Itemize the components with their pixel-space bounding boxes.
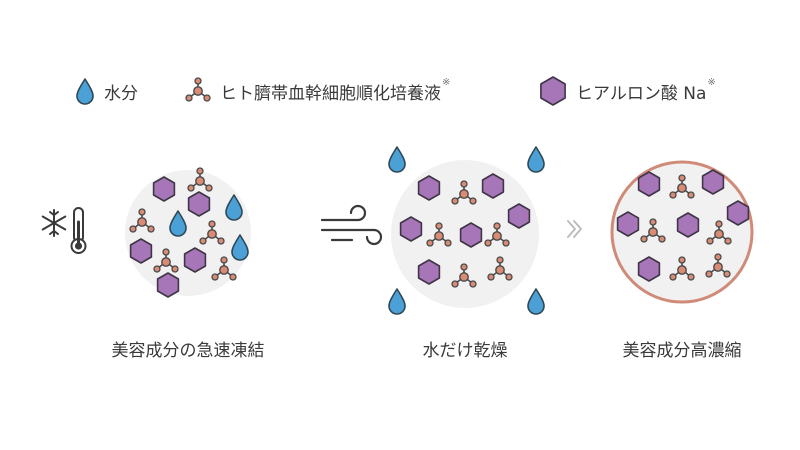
chevron-right-icon xyxy=(567,220,582,238)
stage-drying-circle xyxy=(388,146,545,315)
legend-stem-cell: ヒト臍帯血幹細胞順化培養液※ xyxy=(184,66,450,116)
legend: 水分 ヒト臍帯血幹細胞順化培養液※ ヒアルロン酸 Na※ xyxy=(0,66,800,116)
hexagon-icon xyxy=(540,76,566,106)
legend-water: 水分 xyxy=(74,66,138,116)
stage-concentrated-circle xyxy=(610,160,754,304)
legend-hyaluronic-note: ※ xyxy=(707,76,716,88)
water-drop-icon xyxy=(76,78,94,105)
molecule-icon xyxy=(185,77,211,102)
freeze-thermometer-icon xyxy=(41,207,87,254)
legend-stem-cell-note: ※ xyxy=(442,76,451,88)
legend-stem-cell-label: ヒト臍帯血幹細胞順化培養液※ xyxy=(220,76,451,104)
stage-label-concentrate: 美容成分高濃縮 xyxy=(622,341,742,361)
legend-hyaluronic-label: ヒアルロン酸 Na※ xyxy=(576,76,716,104)
stage-frozen-circle xyxy=(125,167,251,298)
stage-label-freeze: 美容成分の急速凍結 xyxy=(111,341,265,361)
legend-water-label: 水分 xyxy=(104,83,138,104)
stage-label-dry: 水だけ乾燥 xyxy=(422,341,508,361)
wind-icon xyxy=(320,204,383,246)
legend-hyaluronic: ヒアルロン酸 Na※ xyxy=(538,66,716,116)
